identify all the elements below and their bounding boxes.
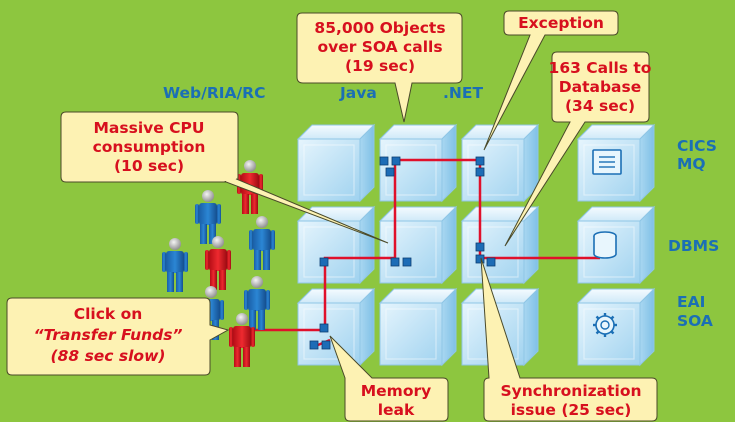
gear-icon xyxy=(593,313,617,337)
column-label-net: .NET xyxy=(443,84,483,102)
service-cube xyxy=(296,205,376,285)
service-cube xyxy=(378,205,458,285)
callout-objects-line3: (19 sec) xyxy=(345,57,415,75)
component-node xyxy=(475,242,485,252)
callout-cpu-line1: Massive CPU xyxy=(94,119,205,137)
row-label-mq: MQ xyxy=(677,155,706,173)
column-label-web: Web/RIA/RC xyxy=(163,84,265,102)
callout-db-calls: 163 Calls to Database (34 sec) xyxy=(504,51,652,247)
callout-objects-line2: over SOA calls xyxy=(317,38,442,56)
row-label-eai: EAI xyxy=(677,293,705,311)
component-node xyxy=(319,323,329,333)
user-blue-icon xyxy=(195,190,221,244)
component-node xyxy=(475,167,485,177)
callout-exception: Exception xyxy=(483,10,619,151)
callout-click-line1: Click on xyxy=(74,305,143,323)
component-node xyxy=(321,340,331,350)
row-label-soa: SOA xyxy=(677,312,713,330)
callout-click: Click on “Transfer Funds” (88 sec slow) xyxy=(6,297,230,376)
callout-db-line1: 163 Calls to xyxy=(549,59,652,77)
component-node xyxy=(319,257,329,267)
callout-sync-line1: Synchronization xyxy=(500,382,641,400)
service-cube xyxy=(378,123,458,203)
callout-sync-line2: issue (25 sec) xyxy=(511,401,632,419)
component-node xyxy=(309,340,319,350)
callout-db-line2: Database xyxy=(559,78,642,96)
component-node xyxy=(486,257,496,267)
callout-click-line2: “Transfer Funds” xyxy=(34,326,183,344)
service-cube xyxy=(460,123,540,203)
service-cube xyxy=(296,123,376,203)
service-cube-grid xyxy=(296,123,656,367)
user-blue-icon xyxy=(162,238,188,292)
callout-db-line3: (34 sec) xyxy=(565,97,635,115)
document-list-icon xyxy=(592,149,622,175)
component-node xyxy=(391,156,401,166)
user-blue-icon xyxy=(244,276,270,330)
service-cube xyxy=(576,287,656,367)
callout-cpu-line2: consumption xyxy=(93,138,206,156)
user-blue-icon xyxy=(249,216,275,270)
service-cube xyxy=(378,287,458,367)
callout-exception-text: Exception xyxy=(518,14,604,32)
database-cylinder-icon xyxy=(593,231,617,259)
user-red-icon xyxy=(205,236,231,290)
component-node xyxy=(379,156,389,166)
component-node xyxy=(390,257,400,267)
callout-cpu-line3: (10 sec) xyxy=(114,157,184,175)
service-cube xyxy=(296,287,376,367)
callout-memory-line2: leak xyxy=(378,401,415,419)
row-label-cics: CICS xyxy=(677,137,717,155)
component-nodes xyxy=(309,156,496,350)
component-node xyxy=(475,156,485,166)
component-node xyxy=(402,257,412,267)
callout-objects-line1: 85,000 Objects xyxy=(314,19,445,37)
row-label-dbms: DBMS xyxy=(668,237,719,255)
callout-click-line3: (88 sec slow) xyxy=(51,347,166,365)
callout-objects: 85,000 Objects over SOA calls (19 sec) xyxy=(296,12,463,123)
callout-memory: Memory leak xyxy=(329,335,449,422)
service-cube xyxy=(460,205,540,285)
callout-memory-line1: Memory xyxy=(361,382,431,400)
component-node xyxy=(475,254,485,264)
callout-sync: Synchronization issue (25 sec) xyxy=(480,257,658,422)
user-red-icon xyxy=(229,313,255,367)
callout-cpu: Massive CPU consumption (10 sec) xyxy=(60,111,389,244)
column-label-java: Java xyxy=(339,84,377,102)
component-node xyxy=(385,167,395,177)
